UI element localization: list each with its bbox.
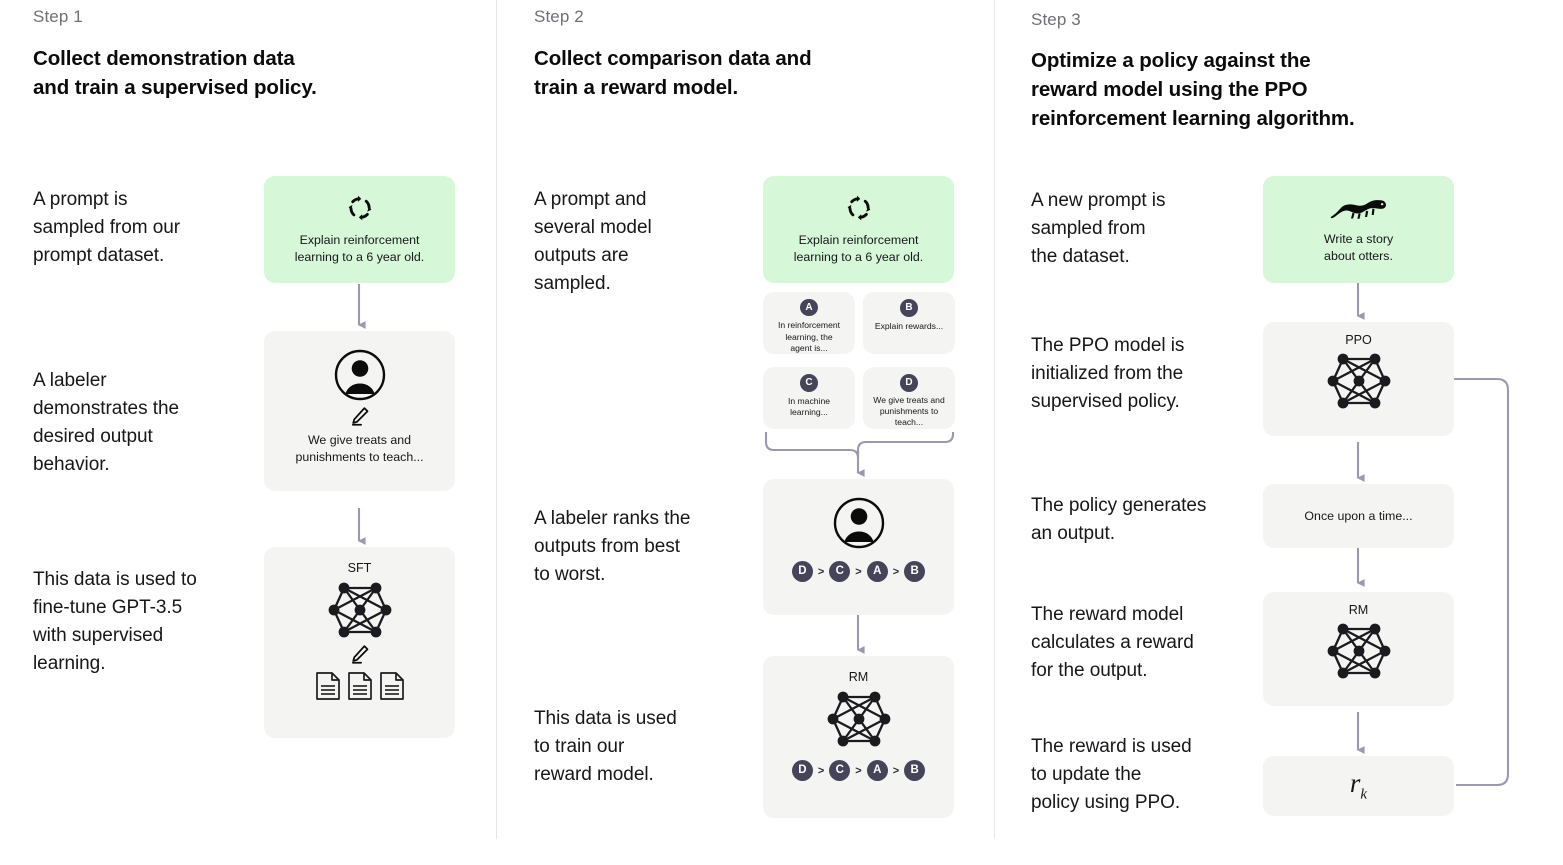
reward-symbol-subscript: k [1360, 786, 1368, 803]
output-box-d[interactable]: D We give treats and punishments to teac… [863, 367, 955, 429]
output-box-c-text: In machine learning... [787, 396, 831, 418]
step-label-1: Step 1 [33, 7, 83, 26]
step-label-2: Step 2 [534, 7, 584, 26]
ranker-box-step2[interactable]: D > C > A > B [763, 479, 954, 615]
rank-separator: > [817, 565, 825, 578]
rank-separator: > [855, 764, 862, 777]
sft-box-step1[interactable]: SFT [264, 547, 455, 738]
document-icon [347, 672, 372, 700]
rm-box-step2-title: RM [848, 670, 869, 684]
sft-box-title: SFT [347, 561, 372, 575]
refresh-cycle-icon [847, 195, 870, 221]
person-circle-icon [833, 497, 884, 549]
output-box-a-text: In reinforcement learning, the agent is.… [777, 320, 841, 353]
document-icon-group [315, 671, 405, 701]
rank-chip-1: D [791, 760, 813, 781]
ppo-box-step3[interactable]: PPO [1263, 322, 1454, 436]
neural-network-icon [1327, 353, 1390, 409]
column-step-1: Step 1 Collect demonstration data and tr… [0, 0, 496, 865]
labeler-box-step1-caption: We give treats and punishments to teach.… [295, 433, 424, 464]
desc-3-reward-calc: The reward model calculates a reward for… [1031, 604, 1194, 682]
column-divider-1 [496, 0, 497, 839]
desc-1-prompt: A prompt is sampled from our prompt data… [33, 189, 181, 267]
prompt-box-step1[interactable]: Explain reinforcement learning to a 6 ye… [264, 176, 455, 283]
column-divider-2 [994, 0, 995, 839]
document-icon [379, 672, 404, 700]
rank-separator: > [855, 565, 862, 578]
reward-symbol-base: r [1349, 768, 1361, 799]
step-title-3-line-1: Optimize a policy against the [1031, 49, 1311, 72]
desc-3-ppo-init: The PPO model is initialized from the su… [1031, 335, 1185, 413]
rm-box-step3-title: RM [1348, 603, 1369, 617]
desc-2-train-rm: This data is used to train our reward mo… [534, 708, 677, 786]
refresh-cycle-icon [348, 195, 371, 221]
ppo-box-title: PPO [1345, 333, 1372, 347]
rank-separator: > [892, 565, 900, 578]
output-box-b-text: Explain rewards... [874, 321, 944, 331]
rank-chip-2: C [829, 760, 851, 781]
step-title-1-line-1: Collect demonstration data [33, 47, 295, 70]
step-title-3-line-2: reward model using the PPO [1031, 78, 1308, 102]
ranking-row-rm: D > C > A > B [791, 760, 926, 781]
column-step-3: Step 3 Optimize a policy against the rew… [995, 0, 1563, 865]
step-title-3: Optimize a policy against the reward mod… [1031, 46, 1501, 133]
desc-3-prompt: A new prompt is sampled from the dataset… [1031, 190, 1166, 268]
document-icon [315, 672, 340, 700]
person-circle-icon [334, 349, 385, 401]
prompt-box-step2[interactable]: Explain reinforcement learning to a 6 ye… [763, 176, 954, 283]
output-chip-a: A [800, 299, 818, 317]
policy-output-box-step3[interactable]: Once upon a time... [1263, 484, 1454, 548]
labeler-box-step1[interactable]: We give treats and punishments to teach.… [264, 331, 455, 491]
output-box-a[interactable]: A In reinforcement learning, the agent i… [763, 292, 855, 354]
ranking-row-labeler: D > C > A > B [791, 561, 926, 582]
prompt-box-step1-caption: Explain reinforcement learning to a 6 ye… [294, 233, 425, 264]
neural-network-icon [827, 691, 890, 747]
output-box-c[interactable]: C In machine learning... [763, 367, 855, 429]
rank-separator: > [892, 764, 900, 777]
desc-2-ranking: A labeler ranks the outputs from best to… [534, 508, 691, 586]
rank-chip-1: D [791, 561, 813, 582]
neural-network-icon [328, 582, 391, 638]
policy-output-caption: Once upon a time... [1304, 508, 1413, 523]
step-title-1-line-2: and train a supervised policy. [33, 76, 317, 100]
output-box-d-text: We give treats and punishments to teach.… [873, 395, 945, 428]
rm-box-step3[interactable]: RM [1263, 592, 1454, 706]
step-title-3-line-3: reinforcement learning algorithm. [1031, 107, 1355, 131]
step-label-3: Step 3 [1031, 10, 1081, 29]
rank-chip-2: C [829, 561, 851, 582]
rank-chip-4: B [904, 561, 926, 582]
prompt-box-step3[interactable]: Write a story about otters. [1263, 176, 1454, 283]
output-chip-c: C [800, 374, 818, 392]
output-box-b[interactable]: B Explain rewards... [863, 292, 955, 354]
desc-1-labeler: A labeler demonstrates the desired outpu… [33, 370, 180, 476]
step-title-2: Collect comparison data and train a rewa… [534, 44, 964, 102]
output-chip-b: B [900, 299, 918, 317]
rm-box-step2[interactable]: RM D > C > A > B [763, 656, 954, 818]
desc-1-finetune: This data is used to fine-tune GPT-3.5 w… [33, 569, 197, 675]
prompt-box-step3-caption: Write a story about otters. [1323, 232, 1394, 263]
rank-chip-3: A [866, 561, 888, 582]
step-title-2-line-1: Collect comparison data and [534, 47, 812, 70]
step-title-2-line-2: train a reward model. [534, 76, 739, 100]
reward-symbol: rk [1350, 768, 1367, 803]
pencil-icon [351, 407, 368, 426]
reward-box-step3[interactable]: rk [1263, 756, 1454, 816]
desc-3-generate: The policy generates an output. [1031, 495, 1207, 545]
neural-network-icon [1327, 623, 1390, 679]
step-title-1: Collect demonstration data and train a s… [33, 44, 463, 102]
desc-3-update-policy: The reward is used to update the policy … [1031, 736, 1192, 814]
prompt-box-step2-caption: Explain reinforcement learning to a 6 ye… [793, 233, 924, 264]
desc-2-prompt: A prompt and several model outputs are s… [534, 189, 652, 295]
rank-chip-4: B [904, 760, 926, 781]
rank-chip-3: A [866, 760, 888, 781]
otter-icon [1330, 200, 1386, 220]
column-step-2: Step 2 Collect comparison data and train… [497, 0, 994, 865]
rank-separator: > [817, 764, 825, 777]
output-chip-d: D [900, 374, 918, 392]
pencil-icon [351, 645, 368, 664]
